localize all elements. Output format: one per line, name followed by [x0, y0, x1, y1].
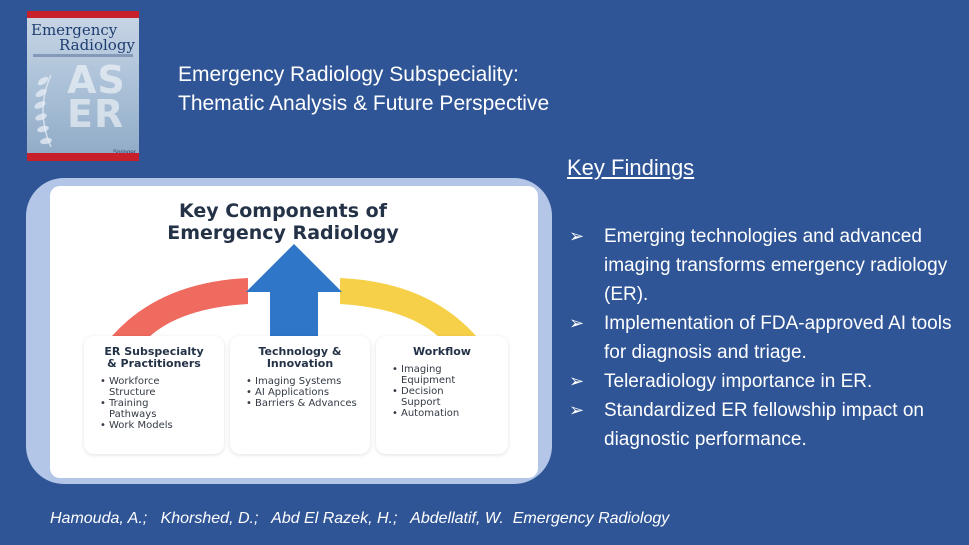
- component-item: Imaging Systems: [246, 376, 370, 387]
- authors-citation: Hamouda, A.; Khorshed, D.; Abd El Razek,…: [50, 510, 670, 527]
- item-text: Barriers & Advances: [255, 398, 357, 409]
- arrow-bullet-icon: ➢: [569, 371, 585, 391]
- left-arc-shape: [112, 278, 248, 338]
- component-heading-line2: & Practitioners: [107, 357, 201, 370]
- right-arc-shape: [340, 278, 476, 338]
- component-heading-line2: Innovation: [266, 357, 334, 370]
- component-item: AI Applications: [246, 387, 370, 398]
- slide-title-line2: Thematic Analysis & Future Perspective: [178, 92, 550, 115]
- item-text: Workforce: [109, 376, 160, 387]
- cover-subtitle-rule: [33, 54, 133, 57]
- component-card-er-subspecialty: ER Subspecialty & Practitioners Workforc…: [84, 336, 224, 454]
- infographic-title: Key Components of Emergency Radiology: [50, 200, 516, 244]
- finding-item: ➢ Emerging technologies and advanced imag…: [567, 222, 962, 309]
- item-text-cont: Support: [401, 397, 441, 408]
- component-item: Work Models: [100, 420, 224, 431]
- arch-arrow-graphic: [112, 244, 476, 338]
- component-heading-line1: Workflow: [413, 345, 471, 358]
- component-heading: Workflow: [376, 336, 508, 358]
- item-text: Decision: [401, 386, 444, 397]
- finding-text: Implementation of FDA-approved AI tools …: [604, 313, 952, 363]
- cover-top-bar: [27, 11, 139, 18]
- arrow-bullet-icon: ➢: [569, 313, 585, 333]
- item-text: AI Applications: [255, 387, 330, 398]
- finding-item: ➢ Standardized ER fellowship impact on di…: [567, 396, 962, 454]
- laurel-icon: [34, 74, 52, 148]
- cover-big-letters: ASER: [67, 58, 126, 136]
- infographic-panel: Key Components of Emergency Radiology ER…: [50, 186, 538, 478]
- key-findings-heading: Key Findings: [567, 155, 695, 180]
- cover-title-line1: Emergency: [31, 21, 118, 39]
- item-text: Imaging Systems: [255, 376, 342, 387]
- journal-cover-image: Emergency Radiology ASER Springer: [27, 11, 139, 161]
- up-arrow-shape: [246, 244, 342, 336]
- finding-item: ➢ Teleradiology importance in ER.: [567, 367, 962, 396]
- item-text: Work Models: [109, 420, 173, 431]
- cover-bottom-bar: [27, 153, 139, 161]
- infographic-title-line2: Emergency Radiology: [167, 222, 399, 244]
- component-item: Automation: [392, 408, 508, 419]
- component-card-technology: Technology & Innovation Imaging Systems …: [230, 336, 370, 454]
- finding-text: Emerging technologies and advanced imagi…: [604, 226, 948, 305]
- finding-text: Teleradiology importance in ER.: [604, 371, 873, 392]
- slide-title-line1: Emergency Radiology Subspeciality:: [178, 63, 519, 86]
- component-heading: ER Subspecialty & Practitioners: [84, 336, 224, 370]
- item-text: Imaging: [401, 364, 442, 375]
- infographic-card: Key Components of Emergency Radiology ER…: [26, 178, 552, 484]
- item-text-cont: Equipment: [401, 375, 456, 386]
- key-findings-list: ➢ Emerging technologies and advanced imag…: [567, 222, 962, 454]
- item-text-cont: Pathways: [109, 409, 157, 420]
- item-text-cont: Structure: [109, 387, 156, 398]
- finding-item: ➢ Implementation of FDA-approved AI tools…: [567, 309, 962, 367]
- component-items: Imaging Systems AI Applications Barriers…: [230, 376, 370, 409]
- slide-title: Emergency Radiology Subspeciality: Thema…: [178, 60, 549, 118]
- infographic-title-line1: Key Components of: [179, 200, 387, 222]
- component-item: Barriers & Advances: [246, 398, 370, 409]
- item-text: Automation: [401, 408, 460, 419]
- arrow-bullet-icon: ➢: [569, 226, 585, 246]
- component-heading-line1: Technology &: [258, 345, 342, 358]
- item-text: Training: [109, 398, 149, 409]
- finding-text: Standardized ER fellowship impact on dia…: [604, 400, 925, 450]
- arrow-bullet-icon: ➢: [569, 400, 585, 420]
- component-heading-line1: ER Subspecialty: [104, 345, 204, 358]
- cover-title-line2: Radiology: [59, 36, 135, 54]
- component-heading: Technology & Innovation: [230, 336, 370, 370]
